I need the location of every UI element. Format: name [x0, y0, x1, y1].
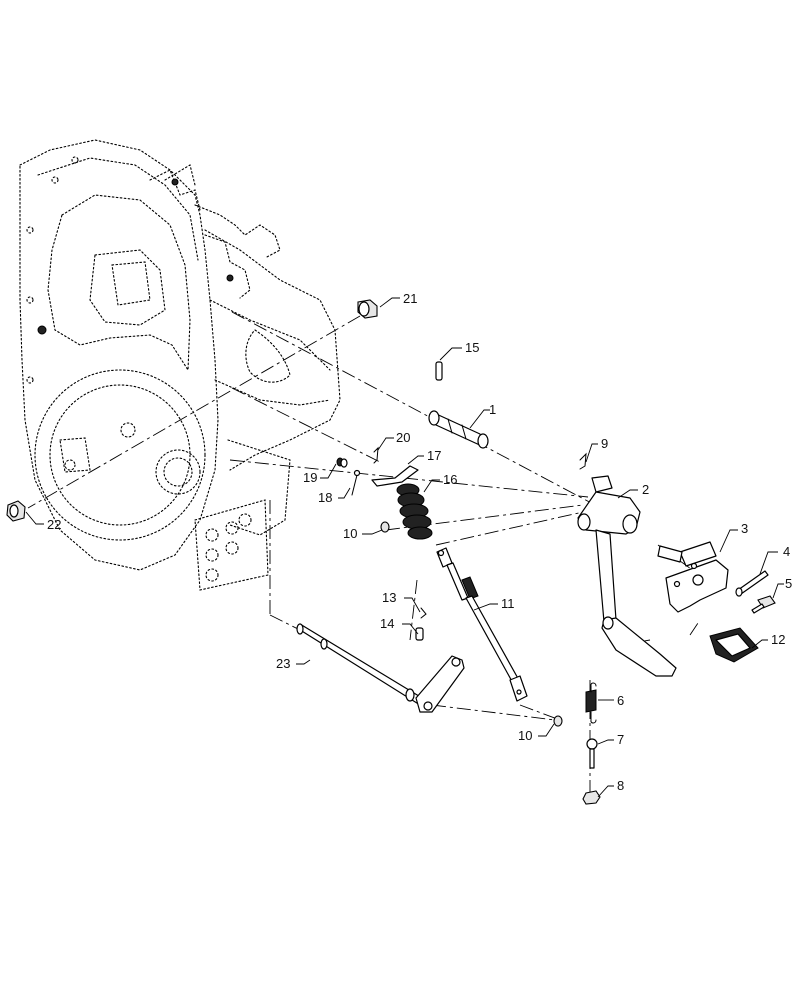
- part-12-pedal-pad: [709, 627, 759, 663]
- housing-bolt-holes: [26, 156, 136, 471]
- part-9-clip: [579, 452, 587, 470]
- part-7-eyebolt: [586, 738, 598, 769]
- part-8-nut: [582, 790, 601, 805]
- callout-20: 20: [396, 430, 410, 445]
- part-5-bolt: [751, 595, 776, 614]
- callout-9: 9: [601, 436, 608, 451]
- callout-21: 21: [403, 291, 417, 306]
- callout-7: 7: [617, 732, 624, 747]
- part-22-flange-nut: [6, 500, 26, 522]
- callout-14: 14: [380, 616, 394, 631]
- part-16-rubber-boot: [396, 483, 433, 540]
- callout-15: 15: [465, 340, 479, 355]
- part-17-spring-clip: [371, 465, 419, 487]
- part-3-pedal-bracket: [657, 541, 729, 613]
- part-6-return-spring: [585, 682, 597, 724]
- transmission-housing: [19, 139, 341, 591]
- callout-10-lower: 10: [518, 728, 532, 743]
- callout-12: 12: [771, 632, 785, 647]
- callout-1: 1: [489, 402, 496, 417]
- part-14-pin: [415, 627, 424, 641]
- part-19-washer: [336, 457, 348, 468]
- part-10-clip-upper: [380, 521, 390, 533]
- callout-labels: 1 2 3 4 5 6 7 8 9 10 10 11 12 13 14 15 1…: [47, 291, 792, 793]
- callout-4: 4: [783, 544, 790, 559]
- part-15-roll-pin: [435, 361, 443, 381]
- callout-17: 17: [427, 448, 441, 463]
- callout-5: 5: [785, 576, 792, 591]
- callout-11: 11: [501, 596, 515, 611]
- callout-6: 6: [617, 693, 624, 708]
- part-11-adjustable-rod: [436, 547, 528, 702]
- part-10-clip-lower: [553, 715, 563, 727]
- part-1-pivot-shaft: [428, 410, 489, 449]
- part-13-clip: [420, 607, 427, 619]
- assembly-center-lines: [27, 311, 721, 800]
- callout-10-upper: 10: [343, 526, 357, 541]
- callout-23: 23: [276, 656, 290, 671]
- part-18-pin: [351, 469, 361, 496]
- part-20-clip: [373, 446, 379, 464]
- callout-8: 8: [617, 778, 624, 793]
- part-2-clutch-pedal: [577, 475, 677, 677]
- callout-19: 19: [303, 470, 317, 485]
- callout-leaders: [25, 297, 784, 798]
- callout-18: 18: [318, 490, 332, 505]
- callout-16: 16: [443, 472, 457, 487]
- part-4-rod: [735, 570, 769, 597]
- callout-13: 13: [382, 590, 396, 605]
- callout-3: 3: [741, 521, 748, 536]
- part-21-flange-nut: [357, 299, 378, 319]
- callout-2: 2: [642, 482, 649, 497]
- part-23-cross-shaft: [296, 623, 465, 713]
- callout-22: 22: [47, 517, 61, 532]
